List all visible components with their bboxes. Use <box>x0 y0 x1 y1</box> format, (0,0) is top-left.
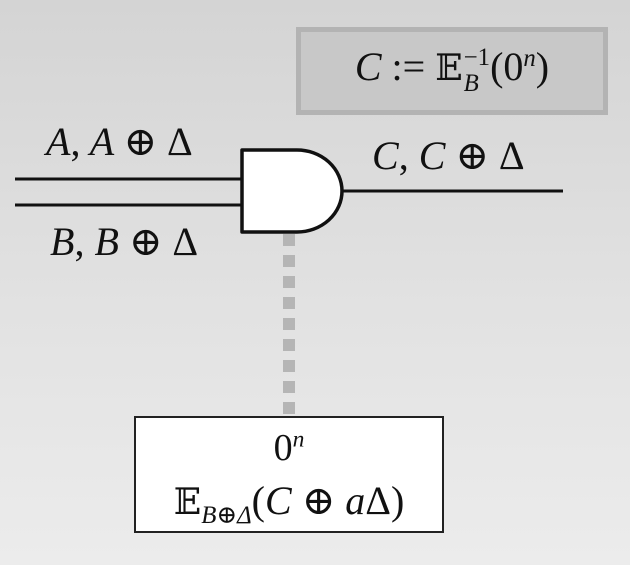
result-line-2: 𝔼B⊕Δ(C ⊕ aΔ) <box>173 477 405 529</box>
result-line-1: 0n <box>273 425 305 469</box>
input-a-label: A, A ⊕ Δ <box>46 119 193 164</box>
result-box: 0n 𝔼B⊕Δ(C ⊕ aΔ) <box>134 416 444 533</box>
output-label: C, C ⊕ Δ <box>372 133 525 178</box>
and-gate <box>240 148 344 234</box>
input-b-label: B, B ⊕ Δ <box>50 219 199 264</box>
